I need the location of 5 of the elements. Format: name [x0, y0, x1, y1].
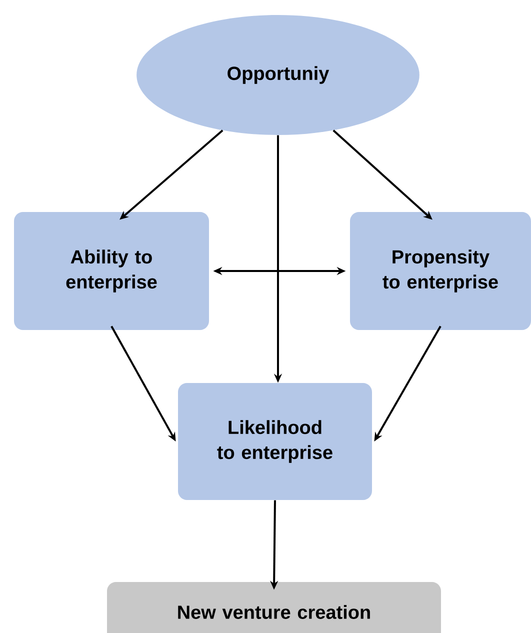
- oval-node: Opportuniy: [136, 15, 420, 135]
- outcome-box: New venture creation: [107, 582, 441, 633]
- process-box: Propensity to enterprise: [350, 212, 531, 330]
- process-box: Likelihood to enterprise: [178, 383, 372, 500]
- process-box: Ability to enterprise: [14, 212, 209, 330]
